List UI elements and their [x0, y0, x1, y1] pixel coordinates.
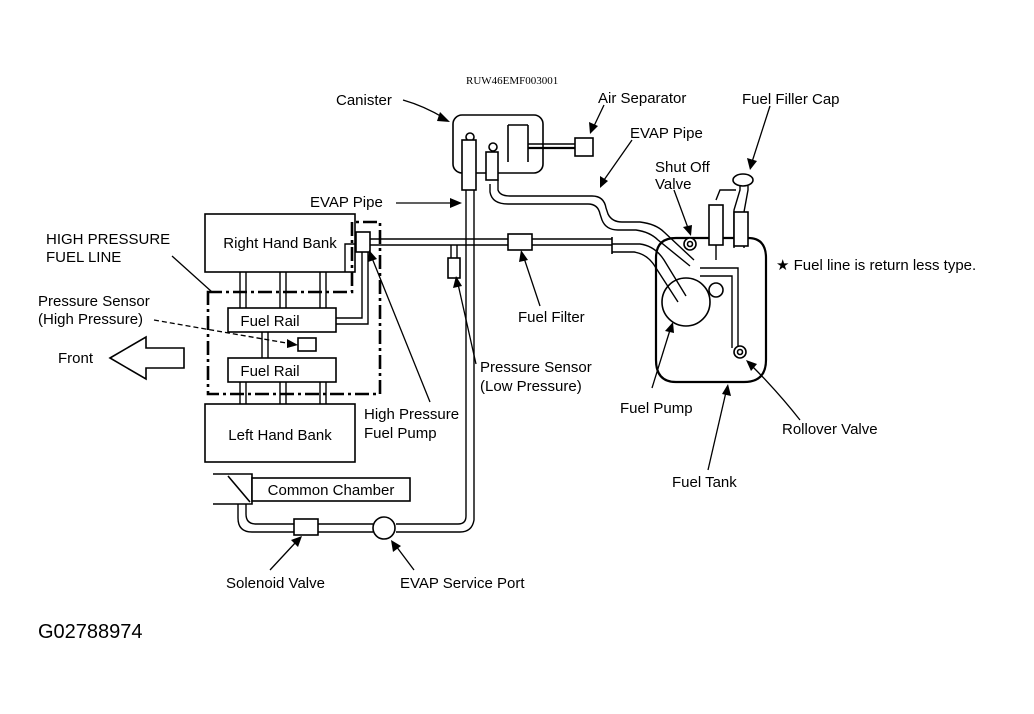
evap-pipe-mid-label: EVAP Pipe — [310, 194, 383, 211]
figure-id: G02788974 — [38, 621, 143, 643]
solenoid-valve-icon — [293, 518, 319, 536]
air-separator-label: Air Separator — [598, 90, 686, 107]
high-pressure-boundary — [206, 220, 382, 396]
canister — [452, 114, 544, 191]
rollover-valve-label: Rollover Valve — [782, 421, 878, 438]
high-pressure-line-label-2: FUEL LINE — [46, 249, 121, 266]
fuel-rail-upper-box — [227, 307, 337, 333]
fuel-pump-label: Fuel Pump — [620, 400, 693, 417]
common-chamber-label: Common Chamber — [268, 482, 395, 499]
air-separator — [528, 137, 594, 157]
front-label: Front — [58, 350, 94, 367]
solenoid-valve-label: Solenoid Valve — [226, 575, 325, 592]
left-hand-bank-box — [204, 403, 356, 463]
left-hand-bank-label: Left Hand Bank — [228, 427, 332, 444]
common-chamber — [213, 473, 253, 505]
common-chamber-box — [251, 477, 411, 502]
low-pressure-sensor-icon — [447, 257, 461, 279]
fuel-rail-lower-label: Fuel Rail — [240, 363, 299, 380]
pressure-sensor-low-label-1: Pressure Sensor — [480, 359, 592, 376]
shut-off-valve-label-2: Valve — [655, 176, 691, 193]
front-arrow-icon — [108, 335, 185, 381]
fuel-tank-label: Fuel Tank — [672, 474, 737, 491]
canister-label: Canister — [336, 92, 392, 109]
high-pressure-line-label-1: HIGH PRESSURE — [46, 231, 170, 248]
evap-pipe-upper — [489, 180, 695, 267]
high-pressure-sensor-icon — [297, 337, 317, 352]
high-pressure-fuel-pump — [336, 231, 371, 325]
high-pressure-pump-label-1: High Pressure — [364, 406, 459, 423]
evap-service-port-icon — [372, 516, 396, 540]
evap-pipe-top-label: EVAP Pipe — [630, 125, 703, 142]
high-pressure-pump-label-2: Fuel Pump — [364, 425, 437, 442]
shut-off-valve-label-1: Shut Off — [655, 159, 711, 176]
pressure-sensor-high-label-1: Pressure Sensor — [38, 293, 150, 310]
fuel-line-tank — [612, 243, 687, 303]
fuel-filler-neck — [708, 173, 754, 260]
fuel-pump — [661, 237, 724, 327]
fuel-filter-icon — [507, 233, 533, 251]
main-fuel-line — [370, 233, 613, 279]
right-hand-bank-label: Right Hand Bank — [223, 235, 337, 252]
fuel-filter-label: Fuel Filter — [518, 309, 585, 326]
return-less-note: ★ Fuel line is return less type. — [776, 257, 976, 274]
right-hand-bank-box — [204, 213, 356, 273]
fuel-rail-upper-label: Fuel Rail — [240, 313, 299, 330]
leader-lines — [153, 99, 801, 571]
fuel-tank — [654, 236, 768, 384]
figure-code: RUW46EMF003001 — [466, 75, 558, 87]
fuel-filler-cap-icon — [732, 173, 754, 187]
evap-pipe-lower — [237, 190, 475, 540]
evap-service-port-label: EVAP Service Port — [400, 575, 525, 592]
rollover-valve — [700, 267, 747, 359]
pressure-sensor-high-label-2: (High Pressure) — [38, 311, 143, 328]
fuel-filler-cap-label: Fuel Filler Cap — [742, 91, 840, 108]
pressure-sensor-low-label-2: (Low Pressure) — [480, 378, 582, 395]
fuel-rail-lower-box — [227, 357, 337, 383]
